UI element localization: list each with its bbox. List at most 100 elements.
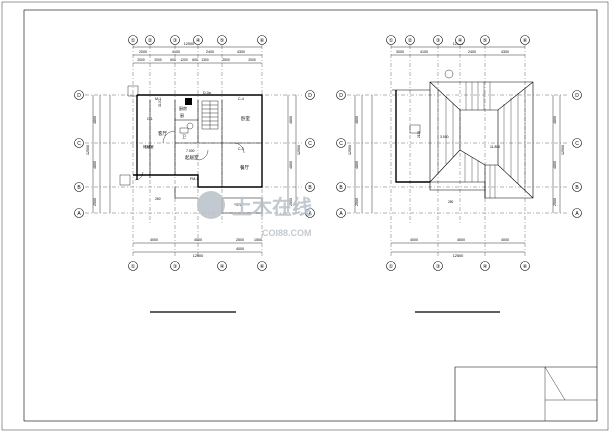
rdim-bot-2: 4500 — [457, 238, 465, 242]
svg-text:B: B — [308, 185, 312, 191]
svg-text:⑥: ⑥ — [260, 38, 265, 44]
svg-text:D: D — [308, 93, 312, 99]
roof-tile-hatch — [437, 82, 526, 198]
label-2120: 2120 — [417, 131, 421, 138]
label-3100: 3100 — [158, 99, 162, 107]
index-circle — [444, 69, 454, 79]
room-sitting-label: 起居室 — [185, 154, 199, 161]
axis-bubbles-left-right: D C B A — [336, 90, 346, 218]
svg-text:④: ④ — [483, 264, 488, 270]
dim-left-4: 2500 — [93, 198, 97, 206]
label-11800: 11.800 — [490, 145, 500, 149]
axis-bubbles-bottom-left: ① ③ ④ ⑥ — [128, 261, 267, 271]
rdim-right-1: 4800 — [553, 116, 557, 124]
rdim-top-2: 4100 — [420, 50, 428, 54]
dim-top-3: 2400 — [206, 50, 214, 54]
axis-bubbles-top-left: ① ② ③ ④ ⑤ ⑥ — [128, 35, 267, 45]
svg-text:A: A — [339, 211, 343, 217]
svg-text:⑥: ⑥ — [260, 264, 265, 270]
dim-bot-3: 2500 — [236, 238, 244, 242]
tag-m1: M-1 — [155, 97, 161, 101]
svg-text:C: C — [77, 141, 81, 147]
rdim-right-2: 12500 — [561, 145, 565, 155]
dim-left-2: 12500 — [86, 145, 90, 155]
rdim-bot-1: 4000 — [410, 238, 418, 242]
dim-bot-total: 12500 — [193, 254, 204, 258]
axis-bubbles-top-right: ① ② ③ ④ ⑤ ⑥ — [386, 35, 530, 45]
svg-text:C: C — [575, 141, 579, 147]
label-elev: 7.000 — [186, 149, 195, 153]
axis-bubbles-right-right: D C B A — [572, 90, 582, 218]
dim-top2-5: 600 — [192, 58, 198, 62]
tag-c4: C-4 — [238, 97, 244, 101]
dim-top2-1: 2000 — [137, 58, 145, 62]
tag-c1a: C-1 — [147, 117, 153, 121]
svg-text:A: A — [308, 211, 312, 217]
svg-text:③: ③ — [436, 38, 441, 44]
rdim-bot-3: 4000 — [501, 238, 509, 242]
svg-text:①: ① — [389, 264, 394, 270]
rdim-top-3: 2400 — [468, 50, 476, 54]
svg-text:A: A — [77, 211, 81, 217]
axis-bubbles-right-left: D C B A — [305, 90, 315, 218]
svg-text:D: D — [339, 93, 343, 99]
rdim-left-1: 4800 — [355, 116, 359, 124]
svg-text:B: B — [339, 185, 343, 191]
rdim-left-4: 2500 — [355, 198, 359, 206]
rdim-top-4: 4300 — [501, 50, 509, 54]
tag-d3a: D-3a — [203, 91, 211, 95]
room-storage-label: 储藏室 — [143, 144, 154, 149]
svg-text:D: D — [77, 93, 81, 99]
watermark: 土木在线 COI88.COM — [197, 191, 312, 238]
room-living-label: 客厅 — [158, 130, 167, 137]
dim-right-4: 2500 — [289, 198, 293, 206]
flue-block — [185, 98, 192, 105]
dim-right-3: 4800 — [289, 161, 293, 169]
dim-top-4: 4300 — [237, 50, 245, 54]
svg-text:B: B — [575, 185, 579, 191]
tag-c1b: C-1 — [236, 203, 242, 207]
dim-left-3: 4800 — [93, 161, 97, 169]
svg-text:⑥: ⑥ — [523, 38, 528, 44]
inner-border — [23, 9, 598, 422]
dim-right-1: 4800 — [289, 116, 293, 124]
dim-top-2: 4100 — [172, 50, 180, 54]
axis-bubbles-left-left: D C B A — [74, 90, 84, 218]
svg-text:⑥: ⑥ — [523, 264, 528, 270]
dim-top2-4: 1200 — [180, 58, 188, 62]
svg-text:①: ① — [131, 38, 136, 44]
stair — [201, 100, 219, 130]
dim-bot-row2: 4000 — [236, 247, 244, 251]
svg-text:④: ④ — [196, 38, 201, 44]
room-kitchen-short-label: 厨 — [180, 112, 184, 118]
watermark-logo-icon — [197, 191, 225, 219]
svg-text:⑤: ⑤ — [483, 38, 488, 44]
dim-top2-2: 2000 — [154, 58, 162, 62]
label-250: 250 — [448, 200, 454, 204]
axis-bubbles-bottom-right: ① ③ ④ ⑥ — [386, 261, 530, 271]
dim-top-total: 12000 — [184, 42, 195, 46]
label-3000: 3.000 — [440, 135, 449, 139]
tag-fm1: FM-1 — [190, 177, 198, 181]
svg-text:B: B — [77, 185, 81, 191]
svg-text:A: A — [575, 211, 579, 217]
svg-text:②: ② — [148, 38, 153, 44]
svg-text:D: D — [575, 93, 579, 99]
dim-bot-2: 4500 — [194, 238, 202, 242]
svg-text:①: ① — [131, 264, 136, 270]
rdim-left-3: 4800 — [355, 161, 359, 169]
svg-text:①: ① — [389, 38, 394, 44]
room-dining-label: 餐厅 — [240, 164, 249, 171]
dim-bot-1: 4000 — [150, 238, 158, 242]
rdim-right-3: 4800 — [553, 161, 557, 169]
room-wc-label: 卫 — [182, 134, 186, 139]
room-kitchen-label: 厨房 — [179, 105, 187, 111]
svg-text:⑤: ⑤ — [220, 38, 225, 44]
svg-text:③: ③ — [436, 264, 441, 270]
room-bedroom-label: 卧室 — [241, 115, 250, 122]
watermark-title: 土木在线 — [232, 195, 312, 219]
dim-top2-6: 1300 — [201, 58, 209, 62]
